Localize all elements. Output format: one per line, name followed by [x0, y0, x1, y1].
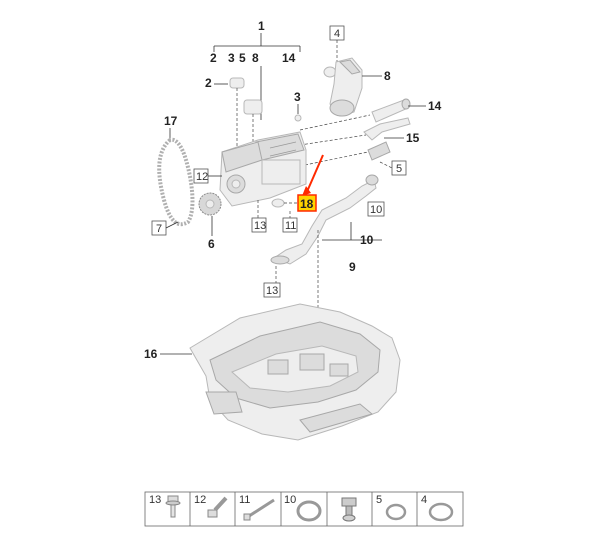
- o-ring-18: [271, 198, 285, 208]
- callout-17: 17: [164, 114, 178, 128]
- oil-pump-assembly: [219, 131, 307, 207]
- svg-text:4: 4: [421, 494, 427, 506]
- legend-cell-5: 5: [376, 494, 407, 521]
- legend-cell-10: 10: [284, 494, 322, 522]
- drive-chain-17: [157, 137, 195, 227]
- hex-bolt-icon: [207, 496, 228, 518]
- breather-tube-14: [371, 98, 411, 123]
- svg-text:12: 12: [196, 171, 208, 183]
- callout-1-sub-3: 3: [228, 51, 235, 65]
- seal-3: [294, 114, 302, 122]
- svg-text:10: 10: [370, 204, 382, 216]
- svg-text:10: 10: [284, 494, 296, 506]
- callout-10: 10: [360, 233, 374, 247]
- boxed-ref-11: [282, 217, 298, 233]
- legend-cell-12: 12: [194, 494, 228, 518]
- callout-group-1: 1 2 3 5 8 14: [210, 19, 301, 120]
- stud-bolt-icon: [243, 498, 275, 521]
- fastener-legend: 13 12 11 10: [144, 491, 464, 527]
- callout-1: 1: [258, 19, 265, 33]
- svg-text:5: 5: [396, 163, 402, 175]
- svg-text:12: 12: [194, 494, 206, 506]
- oil-line-15: [363, 117, 411, 141]
- svg-text:13: 13: [149, 494, 161, 506]
- gasket-2: [229, 77, 245, 89]
- sprocket-6: [198, 192, 222, 216]
- sealing-ring-icon: [296, 500, 322, 522]
- intake-pipe-8: [329, 57, 363, 117]
- svg-text:13: 13: [254, 220, 266, 232]
- callout-15: 15: [406, 131, 420, 145]
- oil-pickup-pipe-9: [270, 174, 379, 265]
- o-ring-large-icon: [428, 502, 454, 522]
- highlighted-ref-18[interactable]: [297, 194, 317, 212]
- svg-text:11: 11: [239, 494, 250, 506]
- callout-18: 18: [300, 197, 314, 211]
- gasket-upper: [243, 99, 263, 115]
- boxed-ref-13-lower: [263, 282, 281, 298]
- highlight-arrow: [305, 154, 324, 195]
- o-ring-icon: [385, 503, 407, 521]
- bracket-5: [367, 141, 391, 161]
- callout-1-sub-14: 14: [282, 51, 296, 65]
- callout-3: 3: [294, 90, 301, 104]
- callout-2: 2: [205, 76, 212, 90]
- svg-text:11: 11: [285, 220, 296, 232]
- callout-1-sub-2: 2: [210, 51, 217, 65]
- o-ring-4: [323, 66, 337, 78]
- svg-text:5: 5: [376, 494, 382, 506]
- legend-cell-11: 11: [239, 494, 275, 521]
- svg-text:4: 4: [334, 28, 340, 40]
- svg-text:7: 7: [156, 223, 162, 235]
- oil-pan-16: [189, 303, 401, 441]
- callout-8: 8: [384, 69, 391, 83]
- callout-14: 14: [428, 99, 442, 113]
- legend-cell-13: 13: [149, 494, 181, 518]
- hex-bolt-with-washer-icon: [165, 495, 181, 518]
- banjo-bolt-icon: [341, 497, 357, 522]
- callout-1-sub-8: 8: [252, 51, 259, 65]
- callout-9: 9: [349, 260, 356, 274]
- boxed-ref-10: [367, 201, 385, 217]
- legend-cell-banjo: [341, 497, 357, 522]
- callout-6: 6: [208, 237, 215, 251]
- callout-16: 16: [144, 347, 158, 361]
- legend-cell-4: 4: [421, 494, 454, 522]
- svg-text:13: 13: [266, 285, 278, 297]
- boxed-ref-13-upper: [251, 217, 267, 233]
- callout-1-sub-5: 5: [239, 51, 246, 65]
- boxed-ref-5: [391, 160, 407, 176]
